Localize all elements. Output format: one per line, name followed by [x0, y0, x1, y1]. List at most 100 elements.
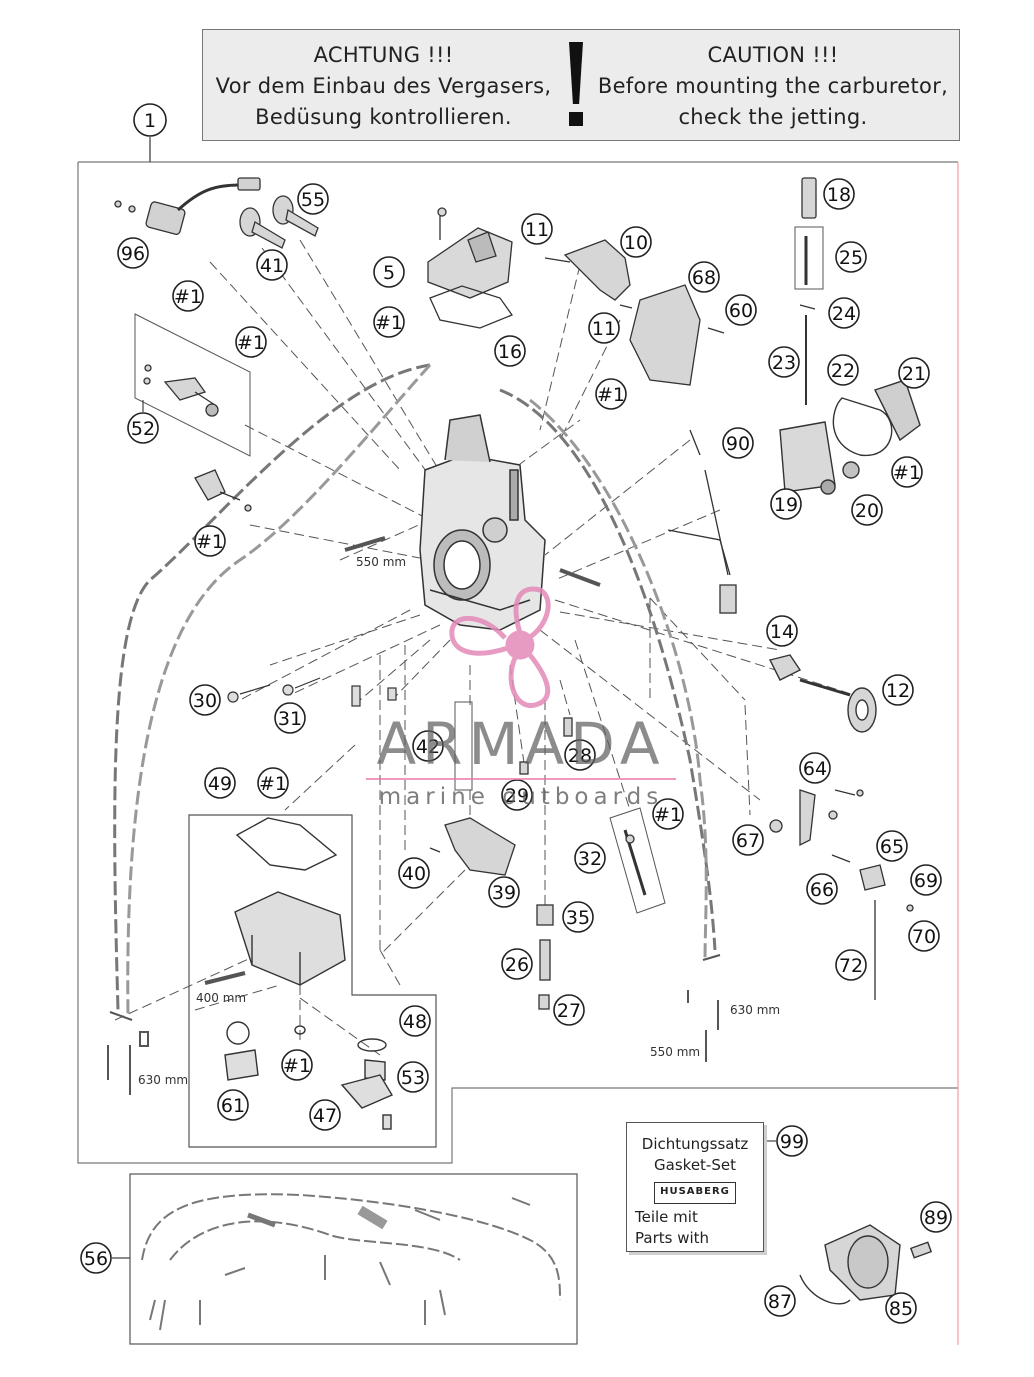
- callout-label: 69: [914, 870, 938, 892]
- callout-label: 67: [736, 830, 760, 852]
- callout-hash1: #1: [172, 280, 204, 312]
- watermark: ARMADA marine outboards: [366, 712, 676, 810]
- throttle-drum: [768, 654, 877, 733]
- callout-label: 60: [729, 300, 753, 322]
- callout-label: #1: [196, 531, 224, 553]
- callout-87: 87: [764, 1285, 796, 1317]
- callout-label: 65: [880, 836, 904, 858]
- callout-hash1: #1: [595, 378, 627, 410]
- hose-length-550-right: 550 mm: [650, 1045, 700, 1059]
- slide-box: [794, 226, 824, 290]
- hose-length-550-left: 550 mm: [356, 555, 406, 569]
- callout-hash1: #1: [891, 456, 923, 488]
- callout-label: 35: [566, 907, 590, 929]
- callout-label: 1: [144, 110, 156, 132]
- slide-needle: [799, 177, 817, 405]
- callout-11: 11: [521, 213, 553, 245]
- callout-hash1: #1: [652, 798, 684, 830]
- callout-48: 48: [399, 1005, 431, 1037]
- callout-label: 42: [416, 736, 440, 758]
- callout-label: 26: [505, 954, 529, 976]
- callout-66: 66: [806, 873, 838, 905]
- callout-30: 30: [189, 684, 221, 716]
- callout-69: 69: [910, 864, 942, 896]
- caution-note-english: CAUTION !!! Before mounting the carburet…: [593, 40, 953, 133]
- callout-53: 53: [397, 1061, 429, 1093]
- callout-label: #1: [283, 1055, 311, 1077]
- callout-19: 19: [770, 488, 802, 520]
- callout-28: 28: [564, 739, 596, 771]
- callout-label: 47: [313, 1105, 337, 1127]
- caution-title-en: CAUTION !!!: [707, 43, 839, 67]
- callout-label: 87: [768, 1291, 792, 1313]
- watermark-title: ARMADA: [376, 710, 666, 778]
- callout-47: 47: [309, 1099, 341, 1131]
- callout-49: 49: [204, 767, 236, 799]
- hose-fittings-small: [227, 677, 397, 707]
- callout-label: 56: [84, 1248, 108, 1270]
- callout-label: 25: [839, 247, 863, 269]
- callout-40: 40: [398, 857, 430, 889]
- callout-label: #1: [893, 462, 921, 484]
- callout-label: 61: [221, 1095, 245, 1117]
- callout-96: 96: [117, 237, 149, 269]
- leader-lines: [114, 239, 871, 1056]
- throttle-cam: [544, 239, 725, 386]
- callout-39: 39: [488, 876, 520, 908]
- callout-56: 56: [80, 1242, 112, 1274]
- callout-hash1: #1: [194, 525, 226, 557]
- callout-26: 26: [501, 948, 533, 980]
- caution-line2-de: Bedüsung kontrollieren.: [255, 105, 512, 129]
- callout-label: #1: [375, 312, 403, 334]
- caution-line1-de: Vor dem Einbau des Vergasers,: [215, 74, 552, 98]
- hose-kit-contents: [141, 1193, 561, 1331]
- callout-21: 21: [898, 357, 930, 389]
- idle-mixture-screw: [143, 364, 219, 417]
- callout-hash1: #1: [257, 767, 289, 799]
- callout-label: 70: [912, 926, 936, 948]
- callout-label: #1: [174, 286, 202, 308]
- callout-61: 61: [217, 1089, 249, 1121]
- callout-11: 11: [588, 312, 620, 344]
- callout-label: 41: [260, 255, 284, 277]
- callout-label: 52: [131, 418, 155, 440]
- callout-label: 68: [692, 267, 716, 289]
- callout-label: 55: [301, 189, 325, 211]
- top-cover: [427, 207, 513, 299]
- callout-label: 40: [402, 863, 426, 885]
- idle-screw-panel: [134, 313, 251, 457]
- hose-ends: [107, 954, 721, 1095]
- callout-99: 99: [776, 1125, 808, 1157]
- air-screw: [194, 469, 252, 512]
- callout-10: 10: [620, 226, 652, 258]
- callout-label: 27: [557, 1000, 581, 1022]
- callout-label: 99: [780, 1131, 804, 1153]
- cover-gasket: [429, 285, 514, 329]
- pump-rod: [667, 429, 737, 614]
- callout-label: #1: [259, 773, 287, 795]
- callout-label: 66: [810, 879, 834, 901]
- callout-90: 90: [722, 427, 754, 459]
- choke-assembly: [429, 817, 516, 876]
- callout-label: 64: [803, 758, 827, 780]
- accelerator-pump: [779, 379, 921, 495]
- gasket-set-label-en: Gasket-Set: [654, 1156, 736, 1174]
- caution-title-de: ACHTUNG !!!: [313, 43, 454, 67]
- callout-label: 10: [624, 232, 648, 254]
- callout-14: 14: [766, 615, 798, 647]
- callout-label: 24: [832, 303, 856, 325]
- hose-length-630-left: 630 mm: [138, 1073, 188, 1087]
- callout-29: 29: [501, 779, 533, 811]
- exclamation-icon: [565, 42, 587, 128]
- callout-label: 96: [121, 243, 145, 265]
- callout-label: 12: [886, 680, 910, 702]
- watermark-logo: [449, 586, 551, 708]
- throttle-lever-parts: [769, 789, 914, 1000]
- callout-41: 41: [256, 249, 288, 281]
- callout-25: 25: [835, 241, 867, 273]
- callout-hash1: #1: [235, 326, 267, 358]
- callout-label: 30: [193, 690, 217, 712]
- callout-22: 22: [827, 354, 859, 386]
- hose-length-400: 400 mm: [196, 991, 246, 1005]
